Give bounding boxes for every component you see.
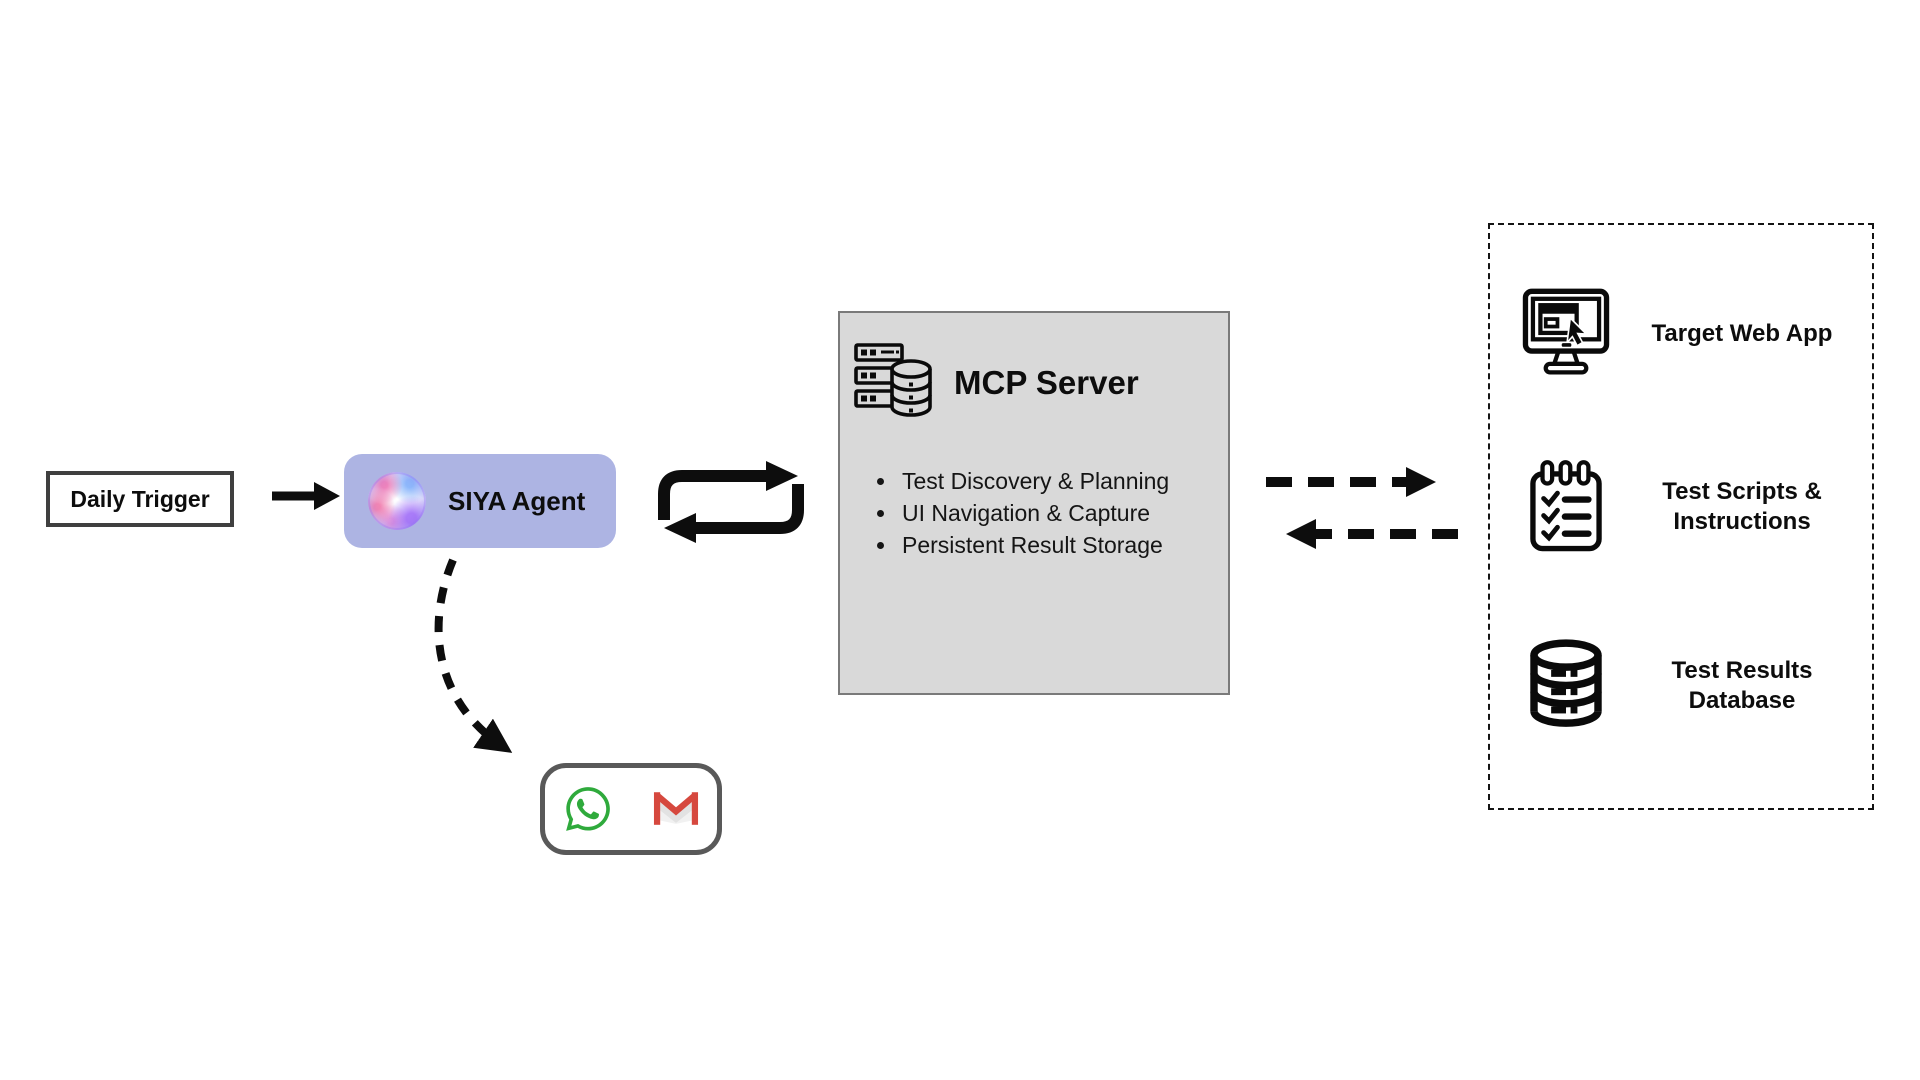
- resources-panel: Target Web App: [1488, 223, 1874, 810]
- whatsapp-icon: [566, 787, 610, 831]
- cycle-arrows-icon: [658, 461, 804, 543]
- gmail-icon: [653, 792, 699, 825]
- resource-test-results-db: Test Results Database: [1506, 616, 1858, 756]
- siya-orb-icon: [368, 472, 426, 530]
- mcp-server-node: MCP Server Test Discovery & Planning UI …: [838, 311, 1230, 695]
- siya-agent-node: SIYA Agent: [344, 454, 616, 548]
- checklist-notepad-icon: [1530, 460, 1602, 552]
- daily-trigger-node: Daily Trigger: [46, 471, 234, 527]
- resource-test-scripts: Test Scripts & Instructions: [1506, 437, 1858, 577]
- mcp-server-title: MCP Server: [954, 364, 1139, 401]
- resource-label: Test Results Database: [1671, 657, 1813, 714]
- mcp-bullet: UI Navigation & Capture: [898, 497, 1169, 529]
- siya-agent-label: SIYA Agent: [448, 485, 586, 516]
- dashed-arrows-bidirectional: [1266, 467, 1458, 549]
- dashed-curved-arrow: [434, 558, 513, 753]
- mcp-capabilities-list: Test Discovery & Planning UI Navigation …: [876, 465, 1169, 561]
- mcp-bullet: Persistent Result Storage: [898, 529, 1169, 561]
- resource-label: Test Scripts & Instructions: [1662, 478, 1822, 535]
- database-icon: [1530, 639, 1602, 727]
- mcp-bullet: Test Discovery & Planning: [898, 465, 1169, 497]
- mcp-header: MCP Server: [852, 341, 1139, 425]
- resource-label: Target Web App: [1651, 320, 1833, 347]
- monitor-cursor-icon: [1522, 288, 1610, 375]
- solid-arrow-right: [272, 482, 340, 510]
- resource-target-web-app: Target Web App: [1506, 264, 1858, 404]
- notification-channels-node: [540, 763, 722, 855]
- daily-trigger-label: Daily Trigger: [70, 485, 210, 512]
- server-database-icon: [854, 343, 932, 417]
